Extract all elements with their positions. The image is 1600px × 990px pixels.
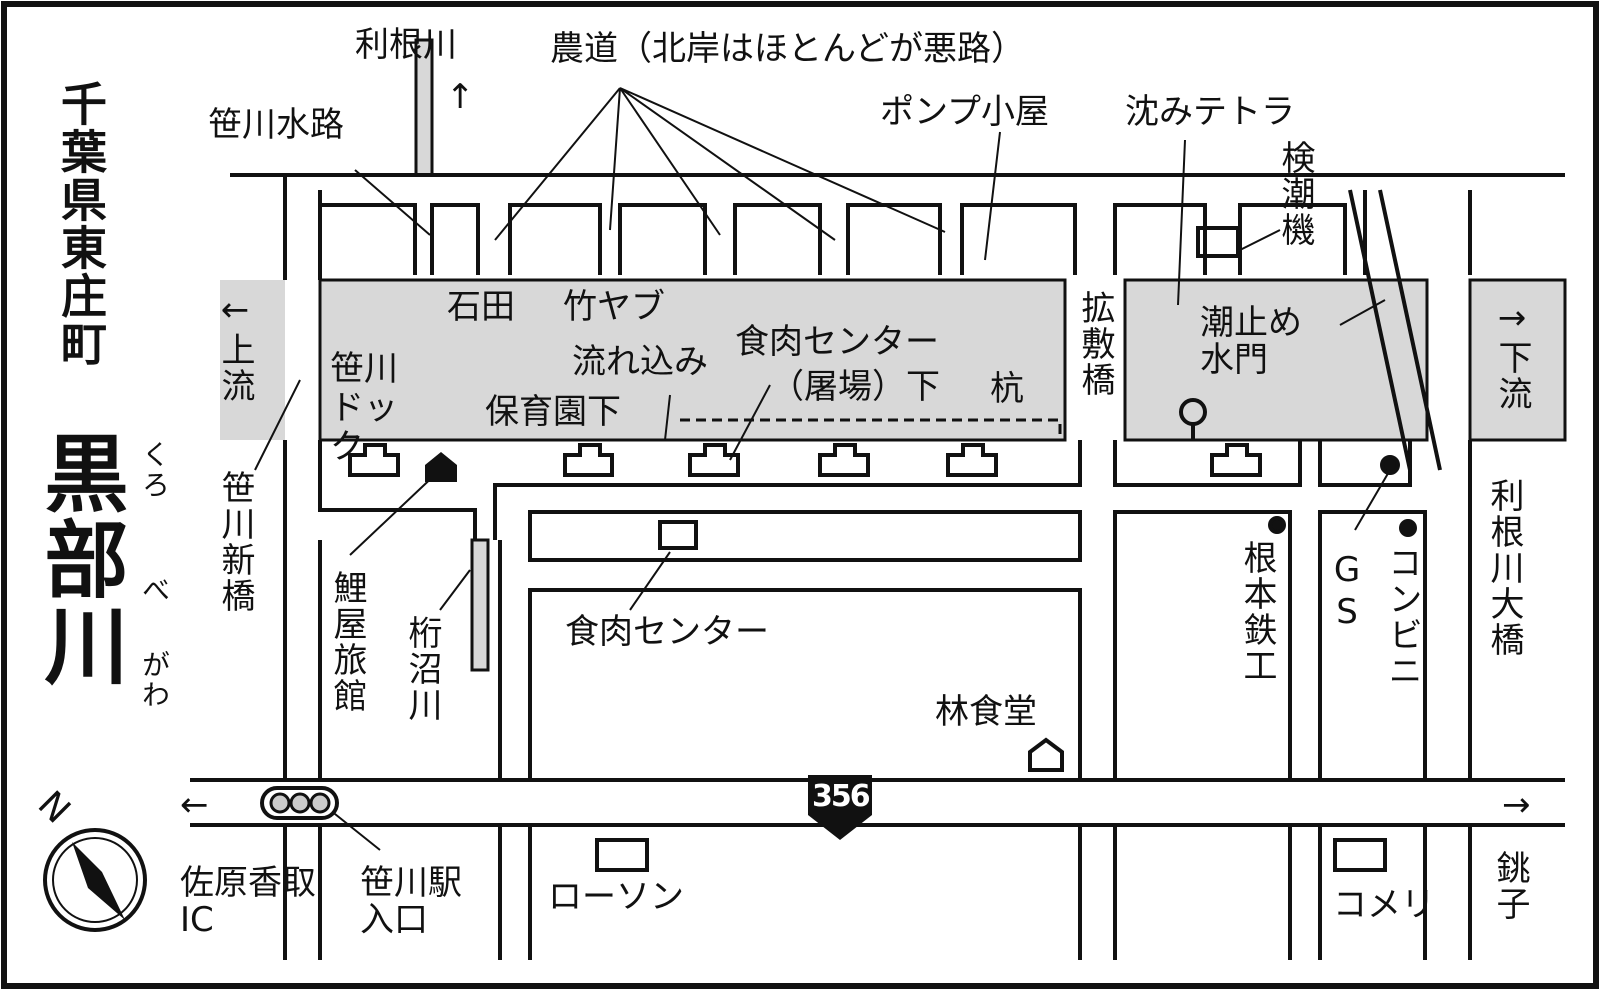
ketanuma-channel [470, 538, 490, 672]
label-komeri: コメリ [1333, 885, 1435, 925]
label-ishida: 石田 [447, 287, 515, 327]
label-sasagawa-shinbashi: 笹川新橋 [215, 470, 255, 614]
roads [190, 87, 1565, 960]
label-meat-center: 食肉センター [565, 612, 769, 652]
label-koiya-ryokan: 鯉屋旅館 [327, 570, 367, 714]
label-kui: 杭 [990, 369, 1024, 409]
label-meat-center-slaughter: 食肉センター [735, 322, 939, 362]
route-number: 356 [812, 779, 871, 814]
label-gs: GS [1327, 550, 1367, 634]
label-takeyabu: 竹ヤブ [563, 287, 665, 327]
label-pump-hut: ポンプ小屋 [880, 92, 1049, 132]
label-convenience: コンビニ [1382, 545, 1422, 689]
label-sunken-tetra: 沈みテトラ [1125, 92, 1295, 132]
label-downstream: →下流 [1492, 298, 1532, 412]
label-tide-gauge: 検潮機 [1275, 140, 1315, 248]
route-shield [808, 775, 872, 840]
label-tone-ohashi: 利根川大橋 [1484, 478, 1524, 658]
label-hayashi-shokudo: 林食堂 [935, 692, 1037, 732]
label-sasagawa-suiro: 笹川水路 [208, 105, 344, 145]
reading-kuro: くろ [138, 440, 171, 500]
shop-icons [425, 452, 1064, 772]
compass-icon [43, 828, 147, 932]
label-sasagawa-dock: 笹川ドック [330, 349, 398, 468]
reading-gawa: がわ [138, 650, 171, 710]
ryokan-icon [425, 452, 457, 482]
shokudo-icon [1028, 737, 1064, 772]
label-choshi: 銚子 [1490, 850, 1530, 922]
arrow-right-icon: → [1502, 785, 1531, 825]
label-nagarekomi: 流れ込み [572, 342, 708, 382]
label-farm-road: 農道（北岸はほとんどが悪路） [550, 29, 1025, 69]
river-far-east [1468, 278, 1567, 442]
reading-be: べ [138, 575, 171, 605]
label-sawara-katori-ic: 佐原香取IC [180, 863, 316, 941]
traffic-light-icon [260, 786, 339, 820]
label-ketanuma-river: 桁沼川 [402, 615, 442, 723]
label-tide-gate: 潮止め水門 [1200, 303, 1302, 381]
label-hoikuen-shita: 保育園下 [485, 392, 621, 432]
label-nemoto-tekko: 根本鉄工 [1237, 540, 1277, 684]
label-upstream: ←上流 [215, 290, 255, 404]
river-main [318, 278, 1067, 442]
river-west [220, 280, 285, 440]
prefecture-title: 千葉県東庄町 [54, 80, 108, 368]
river-name-title: 黒部川 [31, 430, 129, 688]
label-tonegawa-north: 利根川 [355, 25, 457, 65]
label-meat-center-slaughter-sub: （屠場）下 [770, 367, 940, 407]
label-kakushiki-bridge: 拡敷橋 [1075, 290, 1115, 398]
arrow-left-icon: ← [180, 785, 209, 825]
label-lawson: ローソン [548, 877, 684, 917]
label-sasagawa-station: 笹川駅入口 [360, 863, 462, 941]
arrow-up-icon: ↑ [446, 77, 475, 117]
